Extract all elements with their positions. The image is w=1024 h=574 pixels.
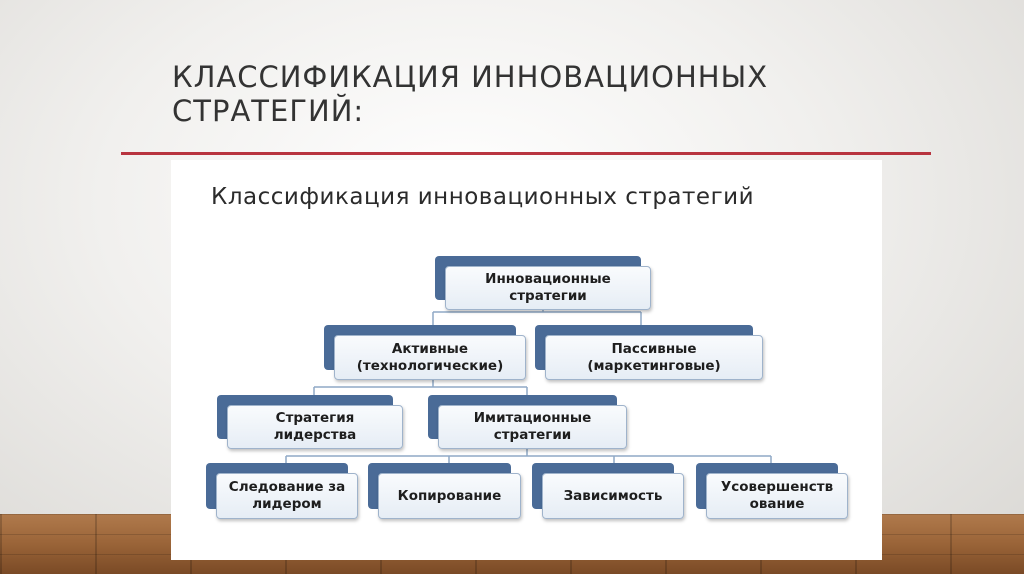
node-copying: Копирование <box>368 463 521 519</box>
diagram-title: Классификация инновационных стратегий <box>211 184 755 210</box>
node-innovation-strategies: Инновационные стратегии <box>435 256 651 310</box>
connector-lines <box>285 300 772 463</box>
node-imitation-strategies: Имитационные стратегии <box>428 395 627 449</box>
diagram-panel: Классификация инновационных стратегий Ин… <box>171 160 882 560</box>
node-improvement: Усовершенств ование <box>696 463 848 519</box>
node-following-leader: Следование за лидером <box>206 463 358 519</box>
node-passive-strategies: Пассивные (маркетинговые) <box>535 325 763 380</box>
node-dependence: Зависимость <box>532 463 684 519</box>
title-underline <box>121 152 931 155</box>
node-leadership-strategy: Стратегия лидерства <box>217 395 403 449</box>
slide-title: КЛАССИФИКАЦИЯ ИННОВАЦИОННЫХ СТРАТЕГИЙ: <box>172 60 769 128</box>
node-active-strategies: Активные (технологические) <box>324 325 526 380</box>
